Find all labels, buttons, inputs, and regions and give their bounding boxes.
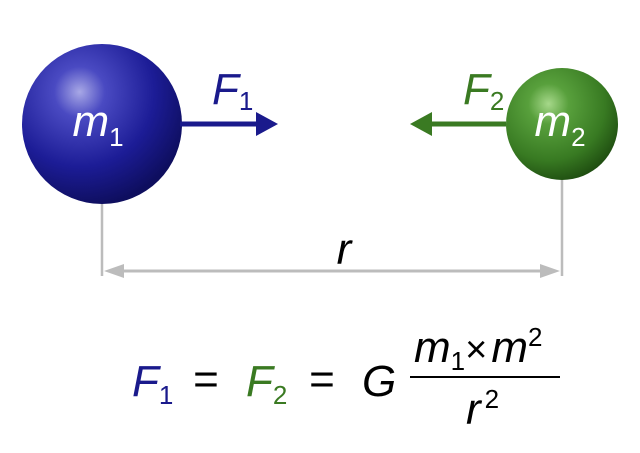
equation-numerator: m1×m2 [414,322,542,376]
equation-equals-2: = [309,355,335,404]
force2-arrow [410,112,506,136]
equation-f1: F1 [132,357,173,410]
force2-symbol: F [463,65,492,114]
force1-subscript: 1 [239,86,253,116]
force1-arrow [180,112,278,136]
equation-f2: F2 [246,357,287,410]
mass2-subscript: 2 [571,122,585,152]
mass2-symbol: m [534,97,571,146]
force2-subscript: 2 [490,86,504,116]
mass1-symbol: m [72,97,109,146]
distance-arrow [104,264,560,278]
equation-equals-1: = [193,355,219,404]
force1-label: F1 [212,65,253,116]
distance-label: r [337,225,354,274]
mass1-sphere [22,44,182,204]
mass2-sphere [506,68,618,180]
force2-label: F2 [463,65,504,116]
mass1-label: m1 [72,97,123,152]
equation-constant: G [362,357,396,406]
force1-symbol: F [212,65,241,114]
mass1-subscript: 1 [109,122,123,152]
mass2-label: m2 [534,97,585,152]
